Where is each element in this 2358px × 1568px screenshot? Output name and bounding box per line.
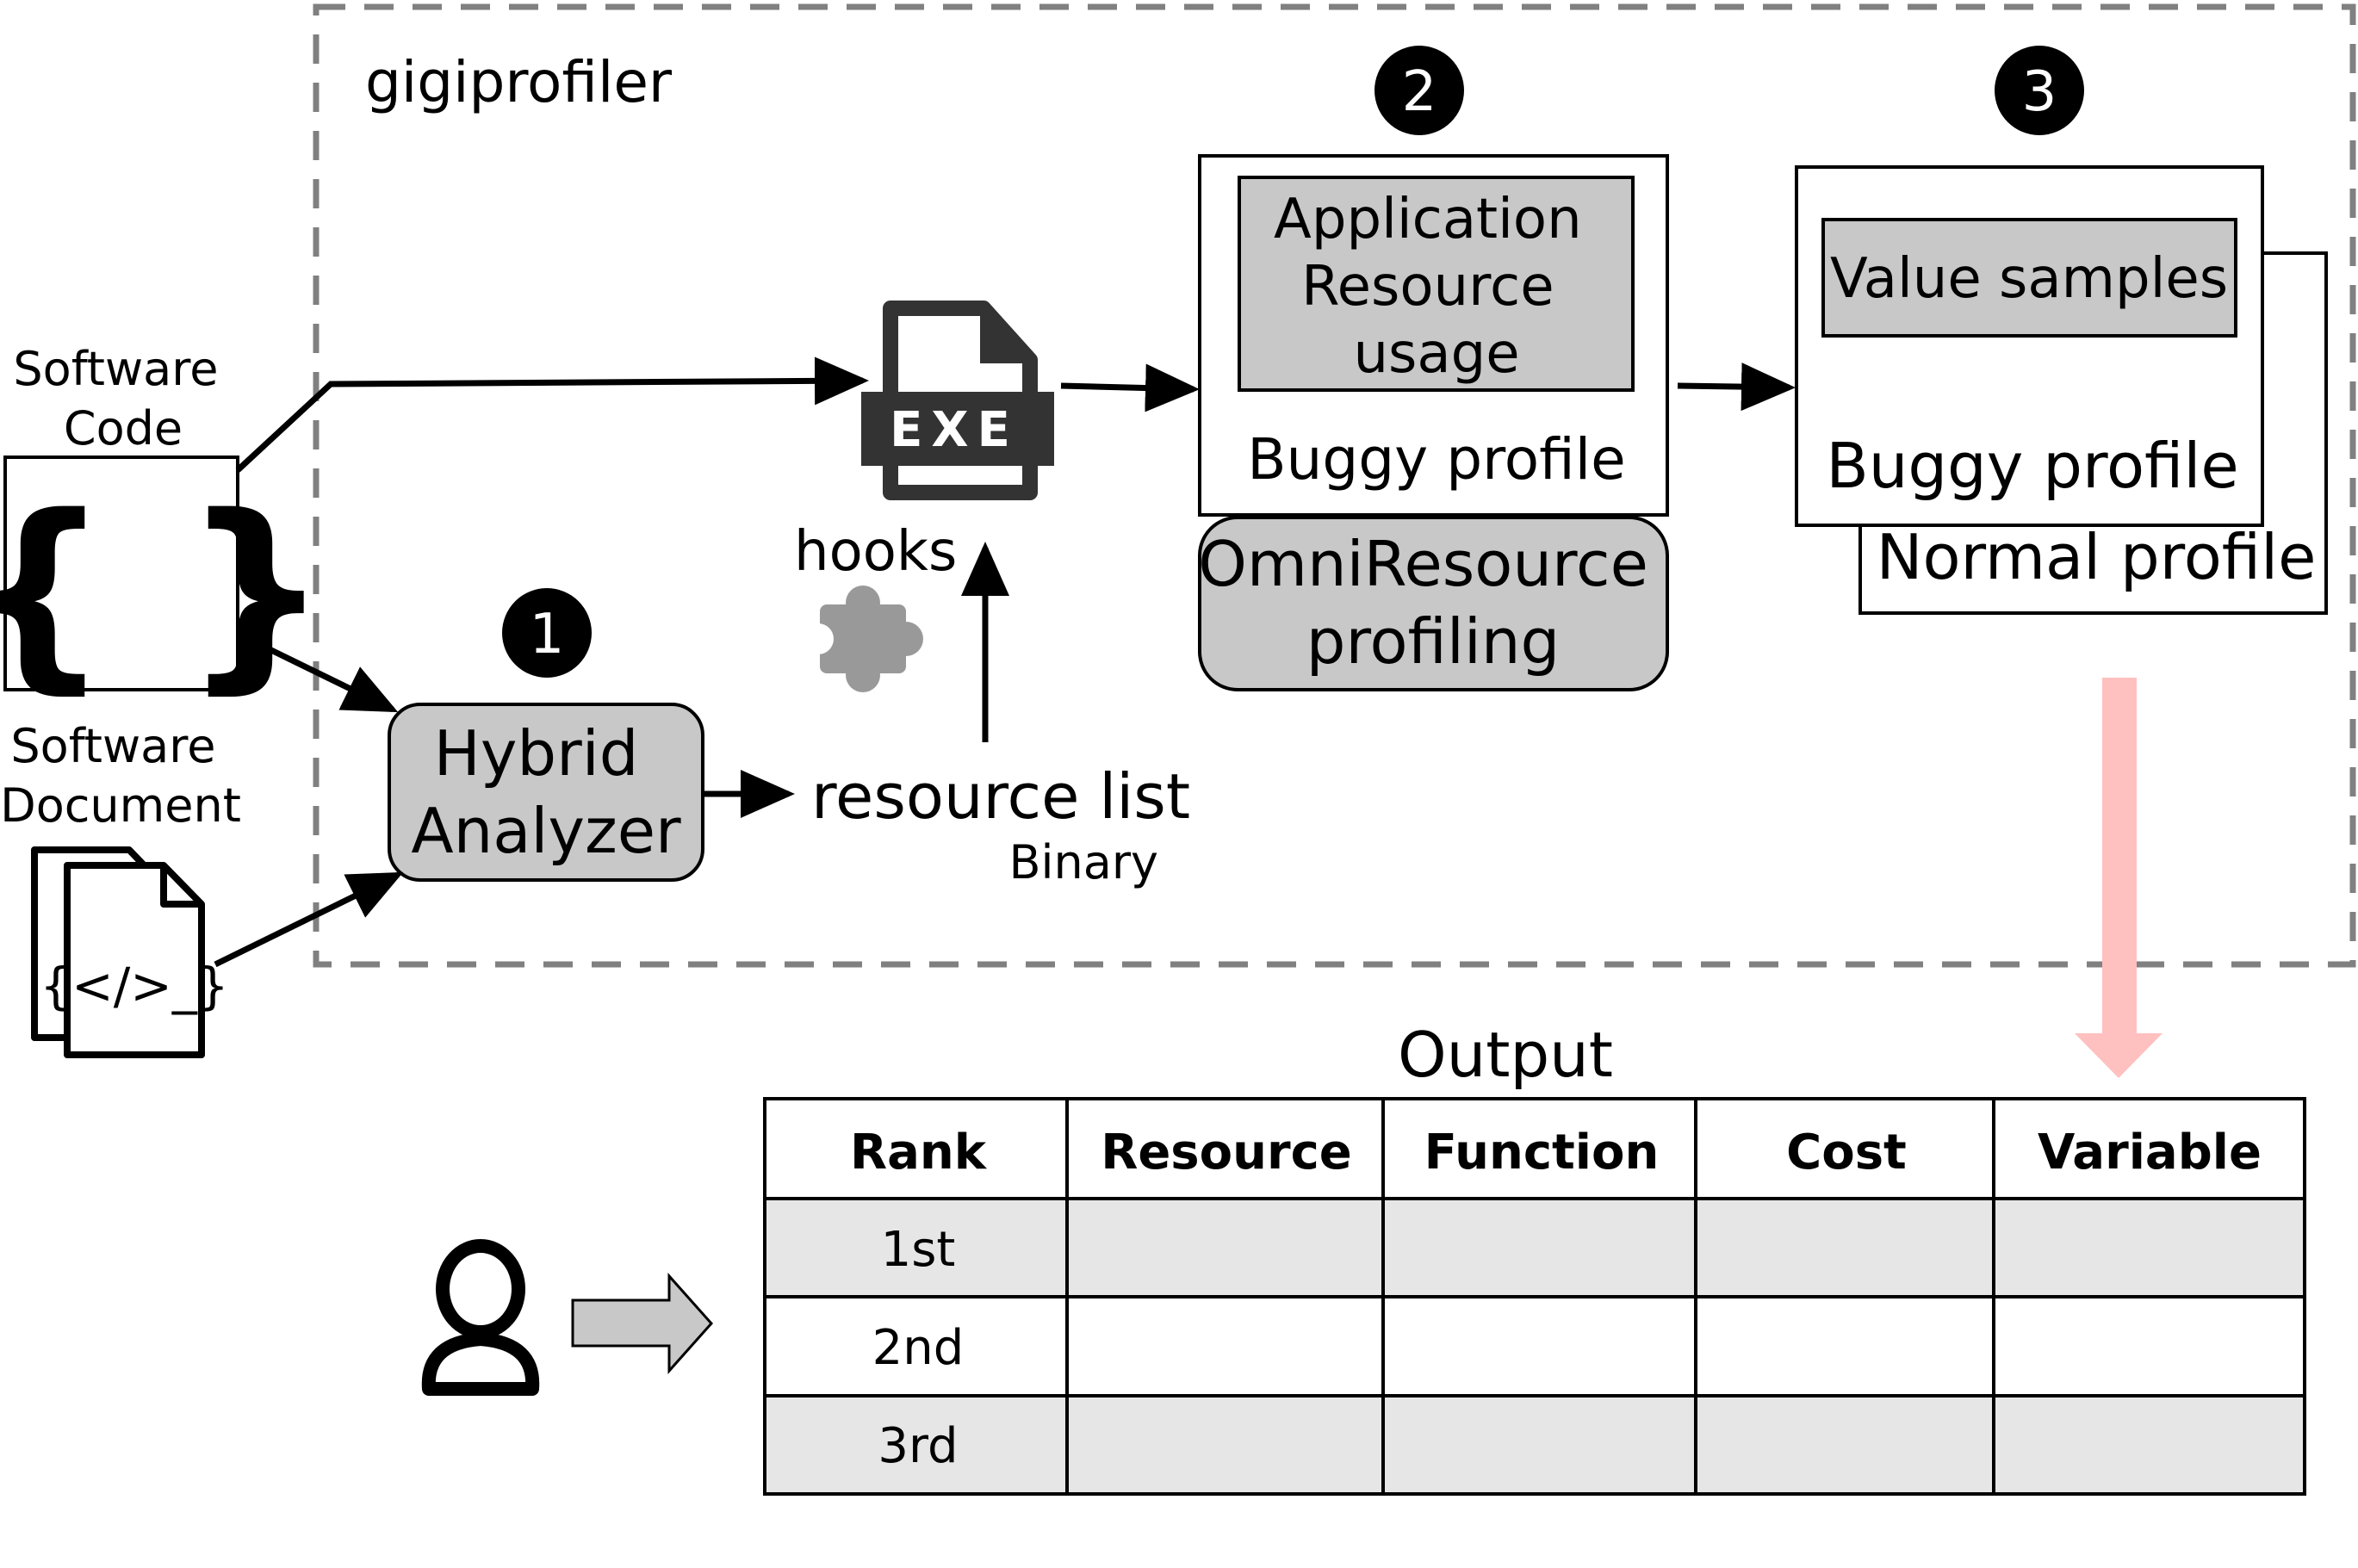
svg-text:2: 2 xyxy=(1402,60,1437,124)
svg-text:{</>_}: {</>_} xyxy=(40,957,229,1015)
omniresource-profiling-label: OmniResource profiling xyxy=(1198,528,1668,678)
arrow-profiling-to-profiles xyxy=(1677,363,1796,412)
document-code-icon: {</>_} xyxy=(31,846,229,1058)
value-samples-label: Value samples xyxy=(1830,247,2228,311)
gray-arrow xyxy=(571,1273,714,1374)
normal-profile-label: Normal profile xyxy=(1877,521,2317,593)
user-icon xyxy=(421,1239,540,1396)
rank-cell: 3rd xyxy=(878,1418,958,1474)
svg-text:1: 1 xyxy=(530,603,565,666)
frame-title: gigiprofiler xyxy=(365,49,673,115)
curly-braces-icon: { } xyxy=(0,471,330,712)
arrow-doc-to-analyzer xyxy=(214,871,404,968)
app-resource-usage-box xyxy=(1238,176,1635,392)
output-table: Rank Resource Function Cost Variable 1st… xyxy=(763,1097,2306,1496)
header-resource: Resource xyxy=(1101,1125,1352,1181)
binary-label: Binary xyxy=(1008,835,1158,889)
software-document-label: Software Document xyxy=(0,719,241,833)
arrow-exe-to-profiling xyxy=(1060,363,1200,412)
header-cost: Cost xyxy=(1786,1125,1907,1181)
step-2-badge: 2 xyxy=(1374,46,1464,135)
buggy-profile-label-3: Buggy profile xyxy=(1826,430,2238,502)
app-resource-usage-label: Application Resource usage xyxy=(1274,188,1599,386)
arrow-code-to-analyzer xyxy=(236,630,399,713)
pink-arrow xyxy=(2075,678,2163,1078)
header-rank: Rank xyxy=(850,1125,988,1181)
hybrid-analyzer-label: Hybrid Analyzer xyxy=(411,717,681,867)
rank-cell: 1st xyxy=(881,1222,956,1278)
software-code-box xyxy=(3,456,239,691)
svg-text:3: 3 xyxy=(2022,60,2057,124)
output-title: Output xyxy=(1398,1019,1613,1091)
step-1-badge: 1 xyxy=(502,588,592,678)
puzzle-icon xyxy=(803,586,923,692)
gigiprofiler-frame xyxy=(313,3,2356,968)
svg-text:EXE: EXE xyxy=(890,402,1019,458)
omniresource-profiling-box xyxy=(1198,516,1669,691)
value-samples-box xyxy=(1821,218,2237,338)
software-code-label: Software Code xyxy=(13,342,233,456)
flow-arrows xyxy=(214,356,1796,968)
rank-cell: 2nd xyxy=(872,1320,965,1376)
step-3-badge: 3 xyxy=(1995,46,2084,135)
header-variable: Variable xyxy=(2038,1125,2262,1181)
header-function: Function xyxy=(1424,1125,1660,1181)
hooks-label: hooks xyxy=(794,520,957,584)
buggy-profile-label-2: Buggy profile xyxy=(1247,426,1625,493)
exe-file-icon: EXE xyxy=(861,301,1054,500)
arrow-code-to-exe xyxy=(235,356,869,473)
resource-list-label: resource list xyxy=(811,760,1190,833)
